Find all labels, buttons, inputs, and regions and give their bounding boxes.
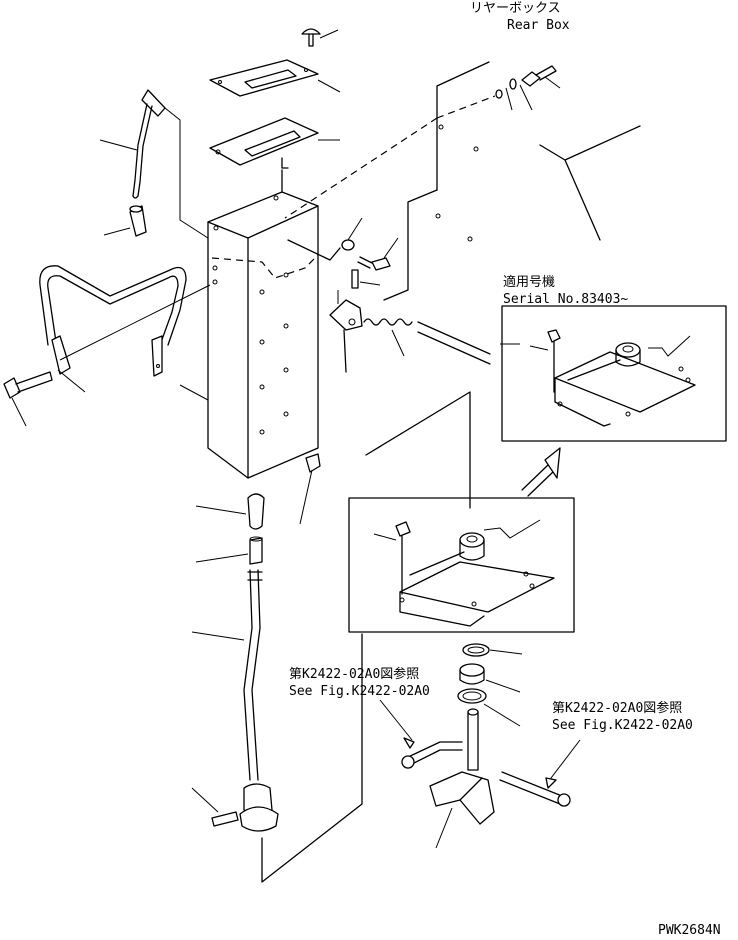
- rear-box-en-label: Rear Box: [507, 18, 570, 33]
- serial-detail-box: [417, 305, 727, 442]
- upper-cover-plate: [209, 59, 341, 97]
- arrow-up-right-icon: [521, 447, 561, 497]
- rod-bushing: [103, 205, 147, 237]
- lever-arm: [429, 708, 495, 849]
- fig-ref-left-en: See Fig.K2422-02A0: [289, 684, 430, 699]
- fig-ref-left-jp: 第K2422-02A0図参照: [289, 666, 419, 682]
- lower-cover-plate: [209, 117, 340, 169]
- handrail-bolt: [3, 371, 53, 427]
- rear-bolt: [495, 65, 557, 99]
- shift-lever: [191, 569, 363, 883]
- side-washer-bolt: [287, 217, 399, 271]
- top-bolt: [301, 28, 339, 47]
- retaining-ring: [457, 688, 521, 727]
- drawing-id-label: PWK2684N: [658, 923, 721, 938]
- spring: [363, 318, 413, 357]
- rear-box: [284, 61, 641, 301]
- serial-label: Serial No.83403~: [503, 292, 628, 307]
- fig-ref-right-en: See Fig.K2422-02A0: [552, 718, 693, 733]
- applicable-jp-label: 適用号機: [503, 274, 555, 290]
- control-column: [179, 169, 319, 479]
- handrail: [39, 265, 211, 393]
- bushing: [459, 663, 521, 693]
- column-nut: [299, 453, 321, 525]
- lever-sleeve: [195, 536, 263, 565]
- left-rod-end: [379, 699, 463, 769]
- lever-bracket: [329, 290, 363, 373]
- pin: [351, 269, 381, 289]
- rod-assembly: [99, 89, 209, 239]
- lever-knob: [195, 493, 265, 530]
- right-rod-end: [499, 739, 581, 807]
- rear-box-jp-label: リヤーボックス: [470, 1, 561, 16]
- fig-ref-right-jp: 第K2422-02A0図参照: [552, 700, 682, 716]
- lower-detail-box: [348, 391, 575, 633]
- snap-ring: [462, 643, 523, 657]
